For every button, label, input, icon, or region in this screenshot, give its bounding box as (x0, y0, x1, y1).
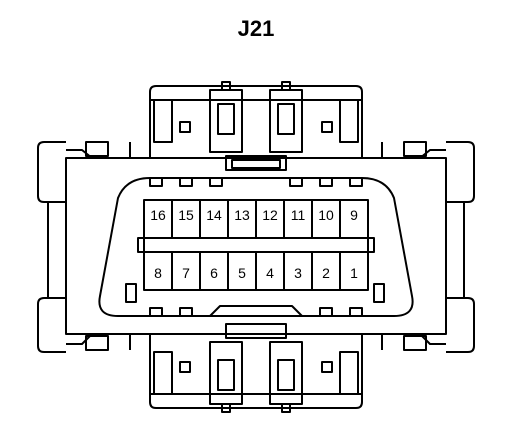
connector-face (98, 177, 414, 317)
pin-separator-bar (137, 237, 375, 253)
pin-label: 14 (206, 207, 222, 223)
pin-label: 8 (154, 265, 162, 281)
top-latch-block (149, 81, 363, 171)
pin-label: 15 (178, 207, 194, 223)
right-mounting-ear (381, 141, 475, 353)
pin-label: 10 (318, 207, 334, 223)
pin-label: 13 (234, 207, 250, 223)
face-bottom-teeth (149, 307, 363, 316)
bottom-latch-block (149, 323, 363, 413)
pin-label: 3 (294, 265, 302, 281)
left-mounting-ear (37, 141, 131, 353)
face-bottom-key (209, 305, 303, 317)
pin-label: 16 (150, 207, 166, 223)
left-key-slot (125, 283, 137, 303)
pin-label: 5 (238, 265, 246, 281)
pin-label: 9 (350, 207, 358, 223)
connector-title: J21 (237, 16, 275, 41)
housing-body (65, 157, 447, 335)
face-top-teeth (149, 178, 363, 187)
pin-label: 4 (266, 265, 274, 281)
right-key-slot (373, 283, 385, 303)
pin-label: 11 (291, 207, 306, 223)
pin-label: 1 (350, 265, 358, 281)
pin-label: 6 (210, 265, 218, 281)
pin-label: 2 (322, 265, 330, 281)
pin-label: 12 (262, 207, 278, 223)
pin-label: 7 (182, 265, 190, 281)
